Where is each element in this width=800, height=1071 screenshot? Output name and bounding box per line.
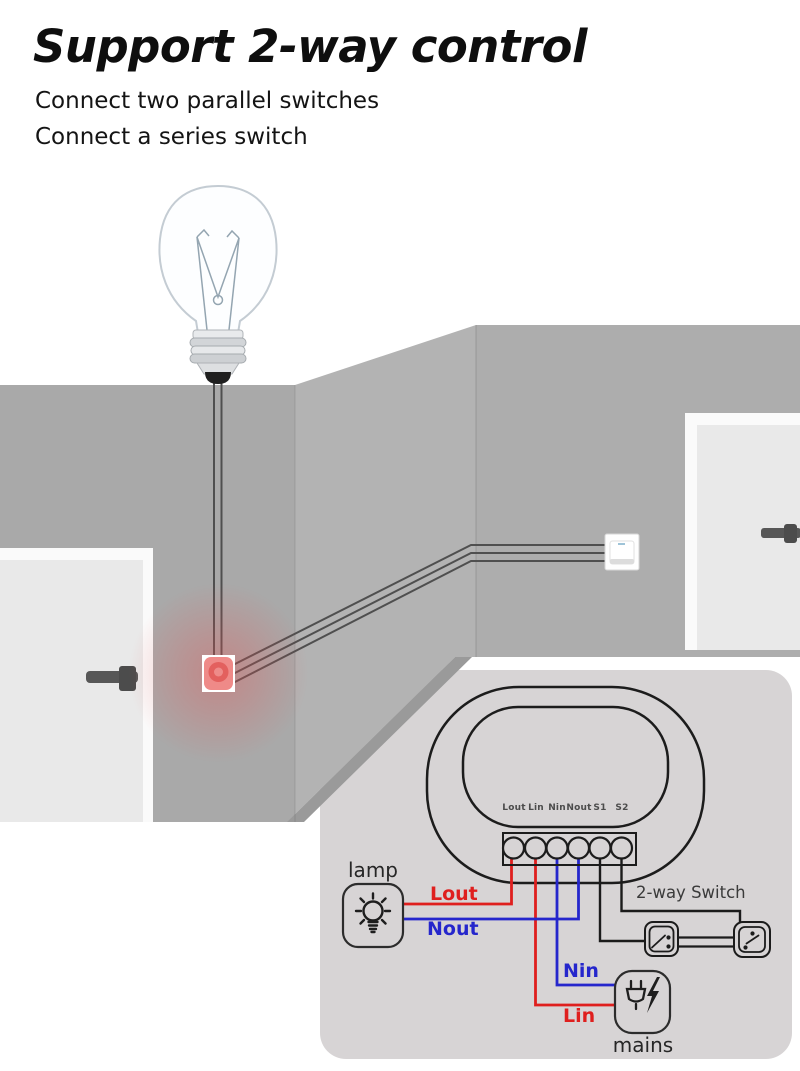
page-title: Support 2-way control [33,20,587,73]
bulb-tip [205,372,231,384]
right-door-handle [761,528,800,538]
terminal-label-lout: Lout [502,803,526,813]
nout-wire-label: Nout [427,918,479,940]
wall-switch [604,533,640,571]
nin-wire-label: Nin [563,960,599,982]
smart-switch-module [128,583,309,763]
left-door-handle [86,671,138,683]
terminal-label-nout: Nout [566,803,592,813]
lin-wire-label: Lin [563,1005,596,1027]
terminal-label-s2: S2 [615,803,629,813]
switch-led [618,543,625,545]
light-bulb [158,184,278,384]
subtitle-series: Connect a series switch [35,124,308,150]
two-way-switch-label: 2-way Switch [636,883,746,902]
right-door [685,413,800,650]
subtitle-parallel: Connect two parallel switches [35,88,380,114]
switch-wires [228,544,607,684]
lamp-cord [213,375,223,656]
mains-label: mains [612,1033,674,1057]
lamp-label: lamp [348,858,398,882]
terminal-label-s1: S1 [593,803,607,813]
lout-wire-label: Lout [430,883,478,905]
left-door [0,548,153,822]
bulb-filament [196,228,240,331]
terminal-label-lin: Lin [528,803,544,813]
terminal-label-nin: Nin [548,803,566,813]
bulb-screw-base [189,329,247,384]
